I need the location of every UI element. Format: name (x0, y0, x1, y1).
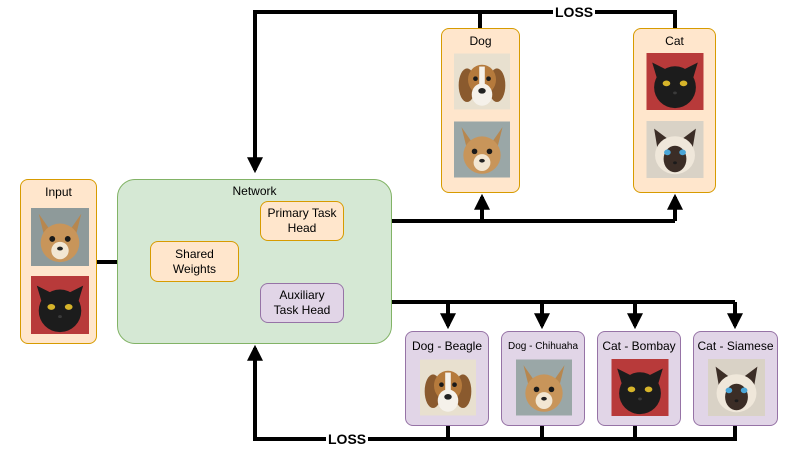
output-cat-bombay-box: Cat - Bombay (597, 331, 681, 426)
output-cat-title: Cat (665, 34, 684, 48)
auxiliary-task-head-box: Auxiliary Task Head (260, 283, 344, 323)
output-dog-beagle-box: Dog - Beagle (405, 331, 489, 426)
output-dog-chihuaha-title: Dog - Chihuaha (507, 341, 579, 352)
network-title: Network (232, 184, 277, 198)
dog-image-chihuahua (454, 121, 510, 178)
bombay-cat-image (611, 359, 669, 416)
primary-task-head-box: Primary Task Head (260, 201, 344, 241)
cat-image-black (645, 53, 705, 110)
chihuahua-image (516, 359, 572, 416)
network-box: Network (117, 179, 392, 344)
output-cat-siamese-title: Cat - Siamese (697, 339, 774, 353)
input-title: Input (45, 185, 72, 199)
loss-bottom-label: LOSS (326, 431, 369, 447)
output-dog-title: Dog (469, 34, 492, 48)
output-cat-box: Cat (633, 28, 716, 193)
loss-top-loop (247, 10, 482, 174)
loss-top-label: LOSS (553, 4, 596, 20)
input-image-chihuahua (31, 208, 89, 266)
output-dog-box: Dog (441, 28, 520, 193)
output-dog-chihuaha-box: Dog - Chihuaha (501, 331, 585, 426)
beagle-image (420, 359, 476, 416)
dog-image-beagle (454, 53, 510, 110)
siamese-cat-image (708, 359, 765, 416)
output-cat-bombay-title: Cat - Bombay (602, 339, 676, 353)
input-image-black-cat (31, 276, 89, 334)
cat-image-siamese (645, 121, 705, 178)
input-box: Input (20, 179, 97, 344)
output-cat-siamese-box: Cat - Siamese (693, 331, 778, 426)
output-dog-beagle-title: Dog - Beagle (411, 339, 483, 353)
shared-weights-box: Shared Weights (150, 241, 239, 282)
loss-bottom-loop (247, 344, 737, 441)
